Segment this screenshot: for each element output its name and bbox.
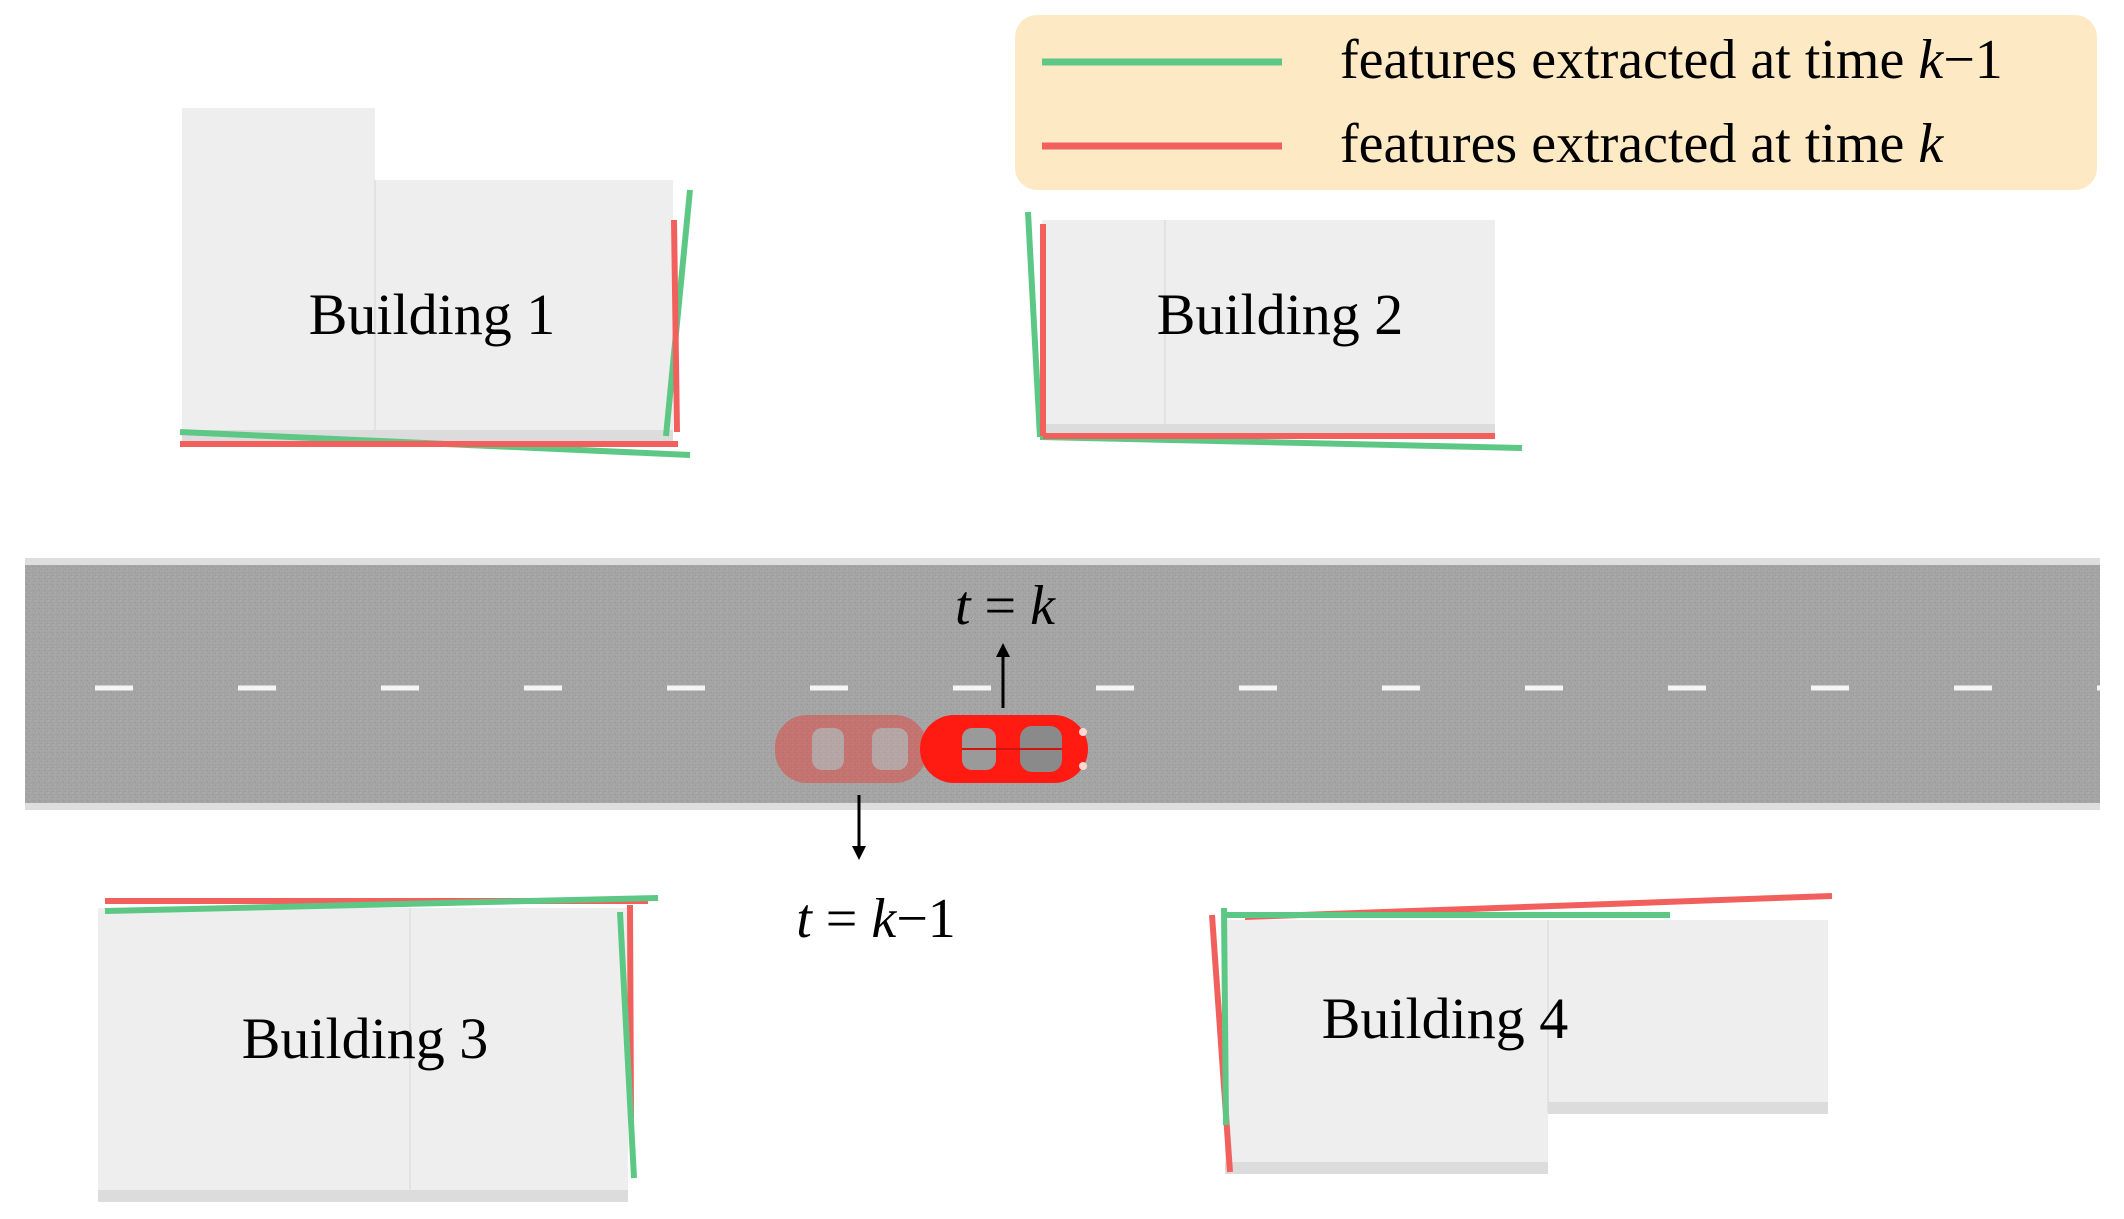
building-4-label: Building 4 <box>1322 986 1569 1051</box>
car-headlight-right <box>1079 762 1087 770</box>
legend-label-now: features extracted at time k <box>1340 113 1944 175</box>
feature-prev-b3-right <box>617 911 637 1179</box>
legend-background <box>1015 15 2097 190</box>
car-ghost-body <box>775 715 927 783</box>
building-1-label: Building 1 <box>309 282 556 347</box>
time-label-now: t = k <box>955 575 1056 637</box>
building-3-footprint <box>98 908 628 1200</box>
feature-prev-b2-left <box>1025 211 1043 438</box>
road <box>25 558 2100 810</box>
car-ghost-windshield <box>872 728 908 770</box>
building-1-footprint <box>182 108 673 440</box>
building-1: Building 1 <box>179 108 693 458</box>
building-4: Building 4 <box>1209 893 1833 1174</box>
feature-now-b4-left <box>1209 914 1233 1173</box>
car <box>920 715 1088 783</box>
building-2: Building 2 <box>1025 211 1523 451</box>
time-label-prev: t = k−1 <box>796 888 956 950</box>
arrow-now-head <box>996 643 1010 657</box>
building-2-label: Building 2 <box>1157 282 1404 347</box>
car-ghost <box>775 715 927 783</box>
arrow-now <box>996 643 1010 708</box>
arrow-prev <box>852 795 866 860</box>
feature-prev-b4-left <box>1221 907 1229 1126</box>
road-edge-top <box>25 558 2100 565</box>
car-ghost-rear-window <box>812 728 844 770</box>
road-edge-bottom <box>25 803 2100 810</box>
legend: features extracted at time k−1 features … <box>1015 15 2097 190</box>
building-3: Building 3 <box>98 895 659 1202</box>
feature-now-b1-right <box>671 219 680 433</box>
legend-label-prev: features extracted at time k−1 <box>1340 29 2003 91</box>
arrow-prev-head <box>852 846 866 860</box>
building-2-footprint <box>1042 220 1495 434</box>
feature-prev-b3-top <box>104 895 659 914</box>
building-3-shadow <box>98 1190 628 1202</box>
building-4-shadow-right <box>1548 1102 1828 1114</box>
building-3-label: Building 3 <box>242 1006 489 1071</box>
building-4-shadow-left <box>1225 1162 1548 1174</box>
car-headlight-left <box>1079 728 1087 736</box>
